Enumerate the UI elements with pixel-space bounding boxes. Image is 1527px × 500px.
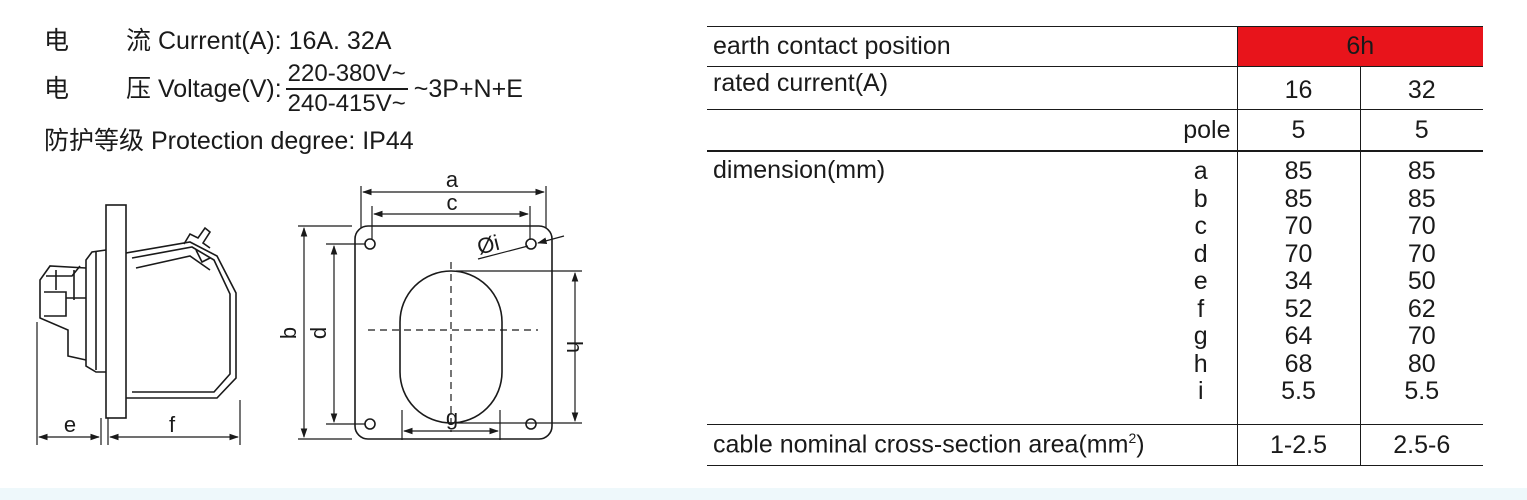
dim-value: 34 [1284,267,1313,295]
dim-value: 70 [1407,322,1436,350]
spec-voltage: 电压 Voltage(V):220-380V~240-415V~~3P+N+E [44,60,523,120]
spec-table: earth contact position 6h rated current(… [707,26,1483,466]
rated-current-32: 32 [1359,66,1483,110]
cable-label-close: ) [1136,430,1145,459]
earth-contact-label: earth contact position [707,26,1237,67]
mounting-hole-br [525,418,537,430]
dimension-values-16: 85 85 70 70 34 52 64 68 5.5 [1236,150,1360,425]
mounting-plate [105,204,127,419]
cable-label-sup: 2 [1128,430,1137,447]
dim-value: 85 [1407,157,1436,185]
spec-protection: 防护等级 Protection degree: IP44 [44,126,414,156]
dim-value: 62 [1407,294,1436,323]
dim-value: 52 [1284,294,1313,323]
rated-current-label: rated current(A) [707,66,1237,110]
pole-32: 5 [1359,109,1483,151]
dim-value: 5.5 [1281,377,1316,405]
front-view [298,186,582,440]
dimension-label-cell: dimension(mm) [707,150,1165,425]
dim-label-e: e [64,412,76,437]
lid-hinge [183,226,212,249]
side-view [36,204,241,445]
mounting-hole-tl [364,238,376,250]
dim-label-b: b [276,327,301,339]
voltage-suffix: ~3P+N+E [413,75,523,103]
dim-key: h [1193,349,1208,378]
dim-label-i: Øi [474,230,501,260]
bottom-band [0,488,1527,500]
dim-value: 85 [1407,184,1436,213]
dim-label-g: g [446,405,458,430]
voltage-label: Voltage(V): [157,75,282,103]
dim-key: b [1193,184,1208,213]
dim-key: d [1193,239,1208,268]
current-value: 16A. 32A [288,27,392,55]
earth-contact-value: 6h [1236,26,1483,67]
cable-32: 2.5-6 [1359,424,1483,466]
dim-key: a [1193,157,1208,185]
dim-value: 85 [1284,157,1313,185]
voltage-denominator: 240-415V~ [287,90,406,117]
cable-label: cable nominal cross-section area(mm2) [707,424,1237,466]
dim-value: 5.5 [1404,377,1440,405]
dimension-values-32: 85 85 70 70 50 62 70 80 5.5 [1359,150,1483,425]
dim-value: 68 [1284,349,1313,378]
dim-label-h: h [562,341,587,353]
cjk-char: 压 [126,75,152,103]
dim-key: i [1197,377,1204,405]
socket-body-inner [131,246,231,393]
spec-current: 电 流 Current(A): 16A. 32A [44,26,391,56]
protection-value: IP44 [362,127,414,155]
dim-key: f [1197,294,1205,323]
dim-value: 85 [1284,184,1313,213]
front-plate [354,225,553,440]
dim-key: e [1193,267,1208,295]
dim-label-f: f [169,412,176,437]
cable-16: 1-2.5 [1236,424,1360,466]
dimension-keys: a b c d e f g h i [1165,150,1237,425]
dim-label-a: a [446,167,459,192]
dim-label-d: d [306,327,331,339]
technical-drawing: e f a c b d h g Øi [36,167,587,445]
dim-key: g [1193,322,1208,350]
dimension-label: dimension(mm) [713,156,886,184]
cable-label-text: cable nominal cross-section area(mm [713,430,1129,459]
dim-key: c [1194,212,1208,240]
cjk-char: 流 [126,27,152,55]
mounting-hole-tr [525,238,537,250]
protection-label: Protection degree: [150,127,356,155]
voltage-fraction: 220-380V~240-415V~ [285,60,408,118]
pole-16: 5 [1236,109,1360,151]
dim-value: 50 [1407,267,1436,295]
dim-value: 70 [1407,239,1436,268]
rated-current-16: 16 [1236,66,1360,110]
cjk-protection: 防护等级 [44,127,145,155]
socket-body [125,241,237,399]
pole-label: pole [707,109,1237,151]
cjk-char: 电 [44,75,70,103]
dim-value: 80 [1407,349,1436,378]
current-label: Current(A): [157,27,282,55]
dim-value: 70 [1284,212,1313,240]
dim-value: 64 [1284,322,1313,350]
cjk-char: 电 [44,27,70,55]
rear-housing [85,249,107,373]
mounting-hole-bl [364,418,376,430]
dim-label-c: c [447,190,458,215]
dim-value: 70 [1407,212,1436,240]
voltage-numerator: 220-380V~ [285,60,408,90]
dim-value: 70 [1284,239,1313,268]
